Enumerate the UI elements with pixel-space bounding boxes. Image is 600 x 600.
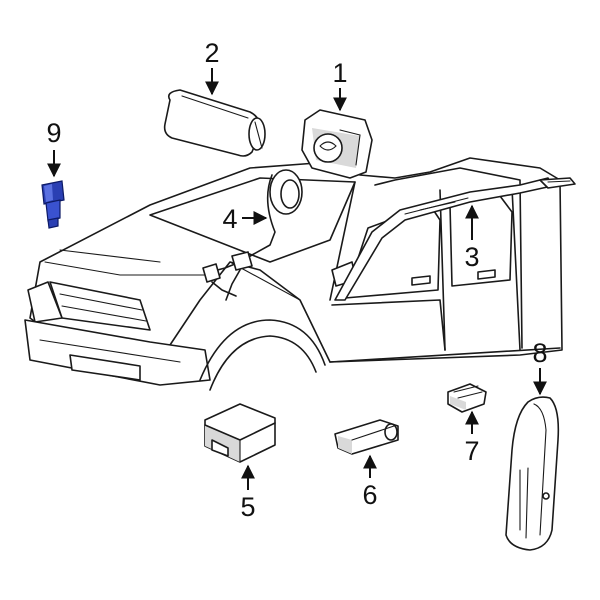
part-9-highlighted-part[interactable] (41, 180, 65, 229)
callout-6-label: 6 (362, 480, 377, 510)
part-2-passenger-airbag[interactable] (163, 89, 266, 157)
part-7-sensor[interactable] (447, 383, 487, 413)
callout-2-label: 2 (204, 38, 219, 68)
callout-5-label: 5 (240, 492, 255, 522)
part-3-curtain-airbag[interactable] (334, 177, 576, 301)
callout-labels: 1 2 3 4 5 6 7 8 9 (46, 38, 547, 522)
part-6-impact-sensor[interactable] (334, 419, 399, 455)
callout-7-label: 7 (464, 436, 479, 466)
callout-9-label: 9 (46, 118, 61, 148)
part-4-clockspring-harness[interactable] (202, 169, 303, 301)
callout-1-label: 1 (332, 58, 347, 88)
part-5-restraint-control-module[interactable] (204, 403, 276, 463)
part-1-driver-airbag-module[interactable] (301, 109, 373, 179)
callout-8-label: 8 (532, 338, 547, 368)
part-8-side-airbag[interactable] (505, 396, 560, 551)
callout-3-label: 3 (464, 242, 479, 272)
callout-arrows (47, 68, 547, 490)
callout-4-label: 4 (222, 204, 237, 234)
